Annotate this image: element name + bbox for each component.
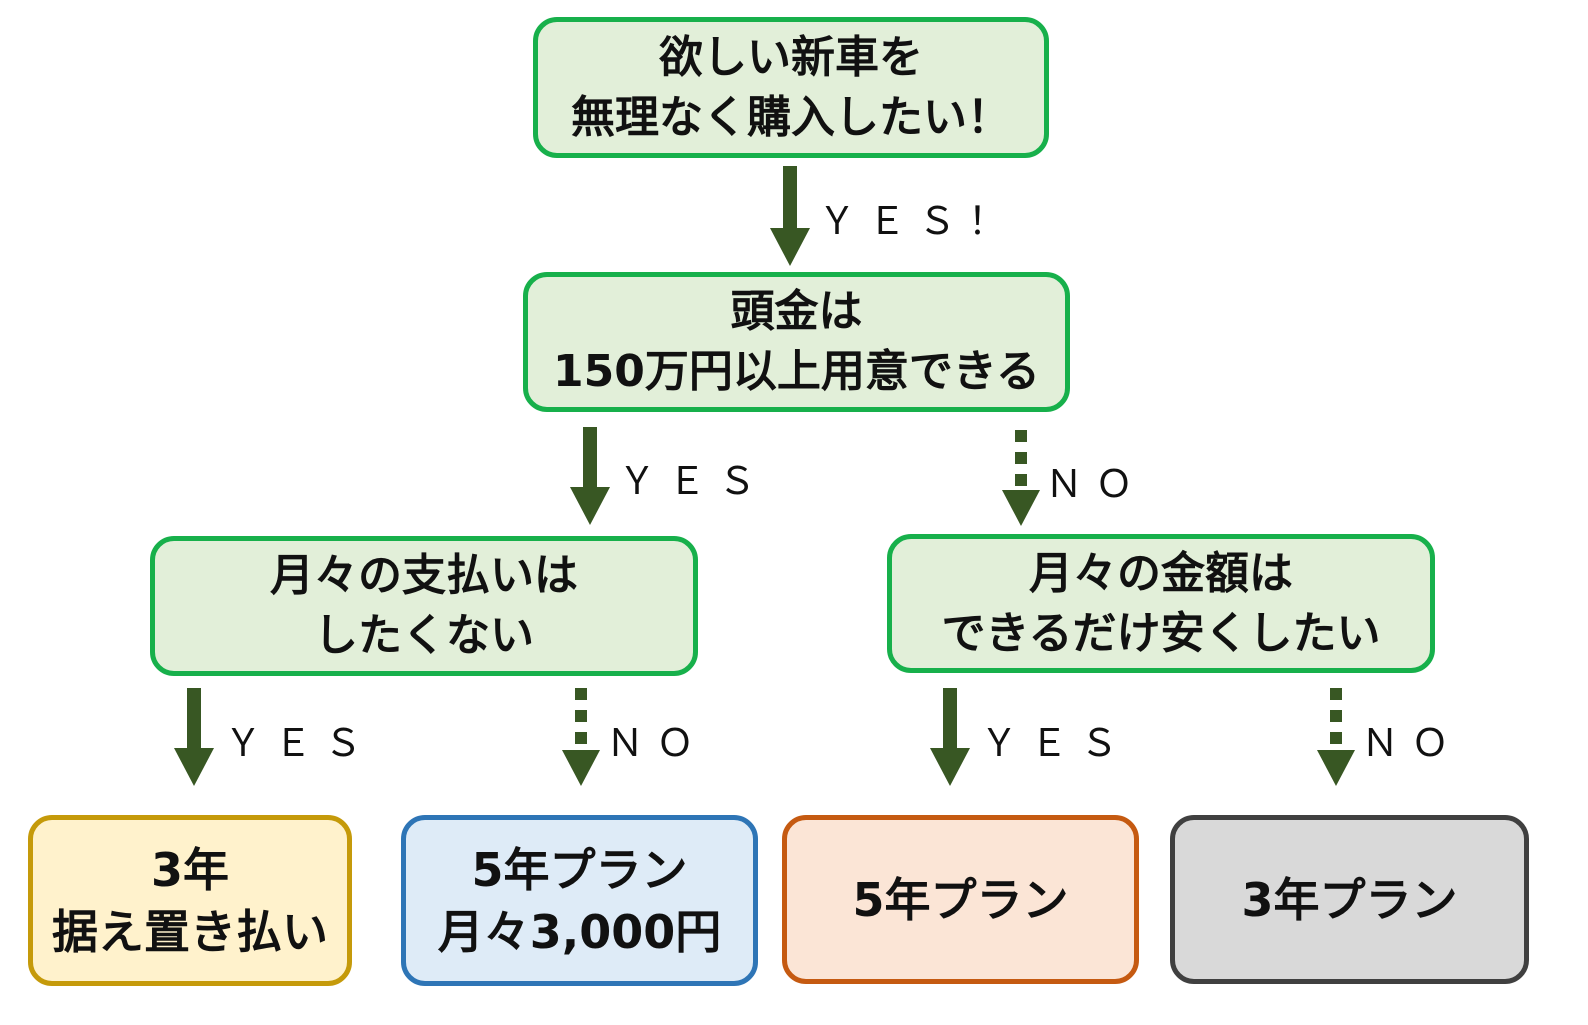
node-cheap-monthly-line-1: 月々の金額は — [1029, 547, 1293, 599]
result-node-2-line-2: 月々3,000円 — [437, 904, 722, 959]
arrow-nm-no — [562, 688, 600, 786]
result-node-2: 5年プラン 月々3,000円 — [401, 815, 758, 986]
result-node-3-line-1: 5年プラン — [852, 872, 1069, 927]
edge-label-nm-yes: ＹＥＳ — [224, 721, 375, 765]
node-root: 欲しい新車を 無理なく購入したい！ — [533, 17, 1049, 158]
result-node-1: 3年 据え置き払い — [28, 815, 352, 986]
node-down-payment-line-2: 150万円以上用意できる — [553, 346, 1040, 397]
node-root-line-2: 無理なく購入したい！ — [571, 91, 1011, 143]
edge-label-nm-no: ＮＯ — [606, 721, 707, 765]
node-root-line-1: 欲しい新車を — [659, 31, 923, 83]
edge-label-cm-no: ＮＯ — [1361, 721, 1462, 765]
arrow-root-yes — [770, 166, 810, 266]
result-node-3: 5年プラン — [782, 815, 1139, 984]
edge-label-dp-no: ＮＯ — [1045, 462, 1146, 506]
edge-label-dp-yes: ＹＥＳ — [618, 459, 769, 503]
arrow-cm-yes — [930, 688, 970, 786]
result-node-2-line-1: 5年プラン — [471, 842, 688, 897]
edge-label-root-yes: ＹＥＳ！ — [818, 199, 1019, 243]
node-down-payment-line-1: 頭金は — [730, 286, 863, 337]
node-cheap-monthly-line-2: できるだけ安くしたい — [941, 607, 1381, 659]
arrow-cm-no — [1317, 688, 1355, 786]
node-no-monthly-line-1: 月々の支払いは — [270, 550, 578, 601]
arrow-dp-yes — [570, 427, 610, 525]
node-no-monthly-line-2: したくない — [314, 610, 534, 661]
result-node-4-line-1: 3年プラン — [1241, 872, 1458, 927]
edge-label-cm-yes: ＹＥＳ — [980, 721, 1131, 765]
result-node-1-line-2: 据え置き払い — [52, 904, 328, 959]
result-node-4: 3年プラン — [1170, 815, 1529, 984]
node-no-monthly: 月々の支払いは したくない — [150, 536, 698, 676]
node-cheap-monthly: 月々の金額は できるだけ安くしたい — [887, 534, 1435, 673]
node-down-payment: 頭金は 150万円以上用意できる — [523, 272, 1070, 412]
arrow-dp-no — [1002, 430, 1040, 526]
arrow-nm-yes — [174, 688, 214, 786]
result-node-1-line-1: 3年 — [150, 842, 229, 897]
